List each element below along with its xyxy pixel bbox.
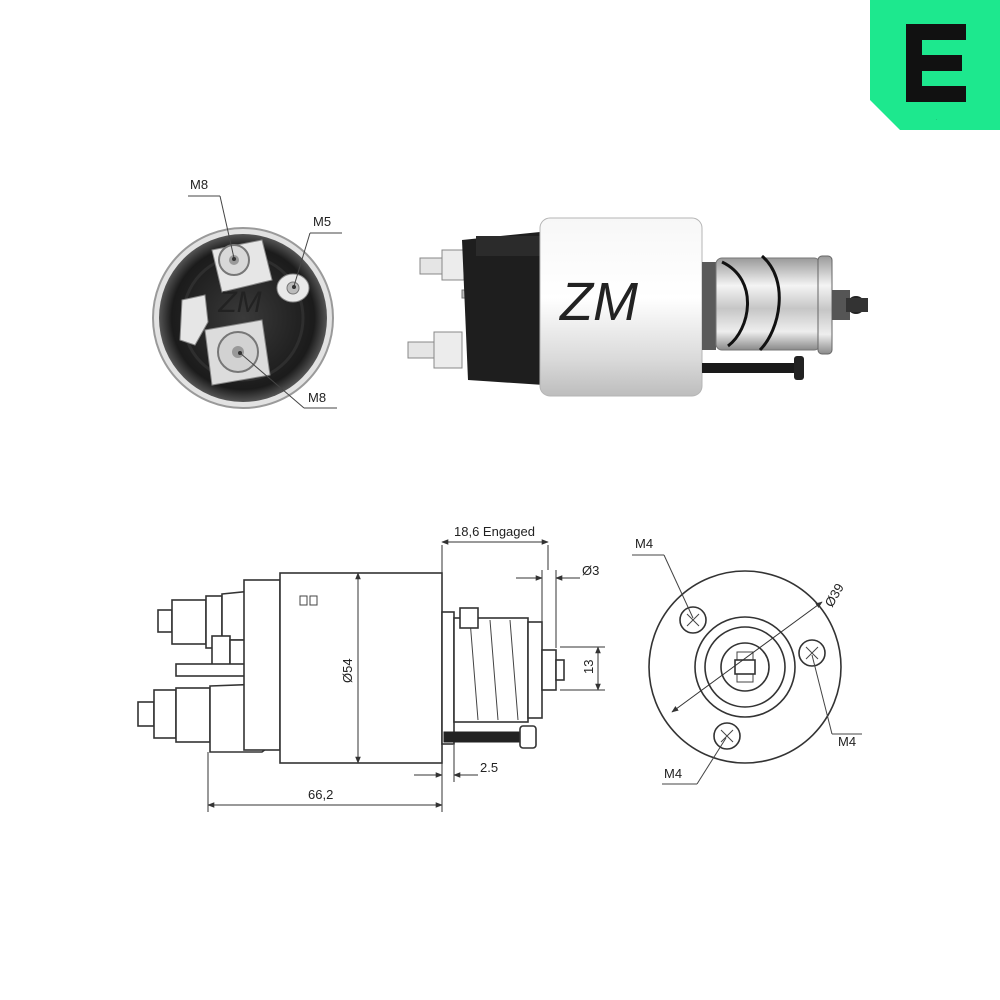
label-m4-right: M4: [838, 734, 856, 749]
label-m8-top: M8: [190, 177, 208, 192]
body-watermark-logo-icon: ZM: [558, 272, 638, 332]
dim-2-5-label: 2.5: [480, 760, 498, 775]
dim-dia39-label: Ø39: [822, 581, 847, 610]
terminal-cap-photo: ZM: [152, 227, 334, 409]
front-technical-drawing: Ø39 M4 M4 M4: [632, 536, 862, 785]
label-m4-top: M4: [635, 536, 653, 551]
brand-logo-letter-icon: [906, 24, 966, 102]
label-m8-bottom: M8: [308, 390, 326, 405]
top-view-labels: M8 M5 M8: [188, 177, 342, 409]
brand-logo-letter: E: [936, 119, 937, 121]
brand-logo: E: [870, 0, 1000, 130]
side-technical-drawing: 18,6 Engaged Ø3 Ø54 13 2.5 66,2: [137, 524, 605, 812]
screw-right-icon: [798, 639, 826, 667]
dim-dia3-label: Ø3: [582, 563, 599, 578]
label-m5: M5: [313, 214, 331, 229]
dim-66-2-label: 66,2: [308, 787, 333, 802]
watermark-logo-icon: ZM: [217, 286, 261, 319]
solenoid-side-photo: ZM: [407, 217, 868, 397]
dim-dia54-label: Ø54: [340, 658, 355, 683]
dim-13-label: 13: [581, 660, 596, 674]
screw-top-icon: [679, 606, 707, 634]
dim-engaged-label: 18,6 Engaged: [454, 524, 535, 539]
label-m4-bottom: M4: [664, 766, 682, 781]
screw-bottom-icon: [713, 722, 741, 750]
